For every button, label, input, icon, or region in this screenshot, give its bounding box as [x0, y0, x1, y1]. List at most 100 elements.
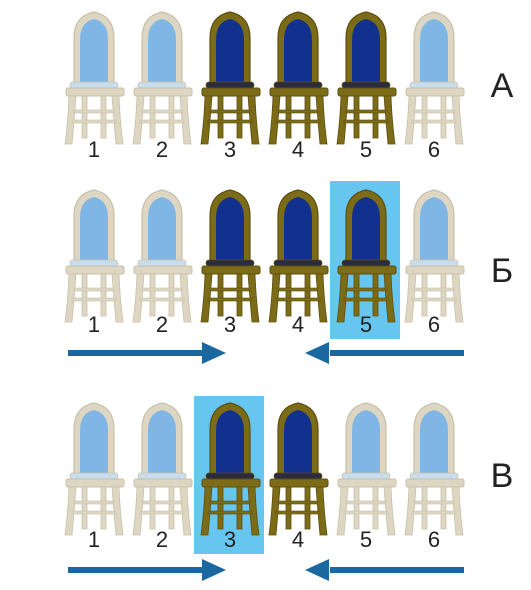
chair-seat — [69, 259, 119, 267]
chair-stretcher — [141, 500, 183, 505]
chair-leg — [268, 273, 281, 323]
chair-stretcher — [413, 287, 455, 292]
chair-seat — [205, 472, 255, 480]
chair-stretcher — [275, 510, 321, 515]
chair-leg — [179, 95, 192, 145]
chair-stretcher — [411, 119, 457, 124]
chair-number: 5 — [360, 137, 372, 162]
chair-stretcher — [139, 297, 185, 302]
chair-number: 3 — [224, 312, 236, 337]
arrow-right — [68, 342, 226, 364]
chair-seat — [409, 81, 459, 89]
chair-leg — [247, 273, 260, 323]
chair-leg — [132, 273, 145, 323]
chair-back-panel — [284, 19, 312, 82]
chair-leg — [404, 486, 417, 536]
chair-stretcher — [411, 297, 457, 302]
chair-leg — [81, 273, 88, 317]
chair-back-panel — [148, 410, 176, 473]
chair: 2 — [132, 189, 193, 337]
chair-leg — [315, 486, 328, 536]
chair-stretcher — [209, 500, 251, 505]
chair: 6 — [404, 189, 465, 337]
chair-leg — [217, 273, 224, 317]
chair-leg — [421, 486, 428, 530]
chair-back-panel — [80, 197, 108, 260]
chair-back-panel — [216, 410, 244, 473]
chair-stretcher — [277, 109, 319, 114]
chair-back-panel — [352, 410, 380, 473]
chair-stretcher — [345, 287, 387, 292]
chair-number: 4 — [292, 312, 304, 337]
chair-number: 1 — [88, 137, 100, 162]
chair-seat — [409, 259, 459, 267]
chair-seat — [341, 259, 391, 267]
chair-stretcher — [141, 109, 183, 114]
chair-leg — [168, 486, 175, 530]
chair-seat-rail — [133, 265, 193, 275]
chair-leg — [149, 486, 156, 530]
chair-stretcher — [141, 287, 183, 292]
chair-leg — [285, 486, 292, 530]
chair-seat — [205, 81, 255, 89]
chair-seat — [205, 259, 255, 267]
chair-leg — [200, 486, 213, 536]
chair-seat-rail — [65, 265, 125, 275]
chair-leg — [64, 95, 77, 145]
chair-stretcher — [73, 500, 115, 505]
chair: 5 — [336, 11, 397, 162]
chair-leg — [64, 273, 77, 323]
chair-back-panel — [148, 19, 176, 82]
chair-seat — [273, 472, 323, 480]
chair-seat-rail — [337, 478, 397, 488]
chair-leg — [268, 95, 281, 145]
chair-leg — [168, 95, 175, 139]
chair-seat — [137, 472, 187, 480]
chair-stretcher — [139, 119, 185, 124]
chair-leg — [372, 273, 379, 317]
chair-leg — [383, 486, 396, 536]
chair-leg — [315, 95, 328, 145]
chair-stretcher — [209, 287, 251, 292]
chair-back-panel — [420, 197, 448, 260]
chair-back-panel — [352, 197, 380, 260]
chair-number: 4 — [292, 527, 304, 552]
chair-leg — [149, 273, 156, 317]
chair-stretcher — [275, 297, 321, 302]
chair-leg — [132, 486, 145, 536]
chair-seat — [409, 472, 459, 480]
chair-stretcher — [343, 297, 389, 302]
chair-back-panel — [80, 19, 108, 82]
chair-leg — [200, 95, 213, 145]
chair-leg — [304, 486, 311, 530]
chair: 4 — [268, 189, 329, 337]
chair: 5 — [336, 189, 397, 337]
chair-leg — [81, 95, 88, 139]
chair-leg — [111, 273, 124, 323]
chair-stretcher — [73, 109, 115, 114]
row-label: А — [491, 67, 514, 105]
chair-stretcher — [71, 297, 117, 302]
chair-seat-rail — [337, 87, 397, 97]
chair-back-panel — [216, 19, 244, 82]
chair-leg — [217, 486, 224, 530]
chair: 4 — [268, 402, 329, 552]
chair: 4 — [268, 11, 329, 162]
chair-leg — [372, 95, 379, 139]
chair-back-panel — [216, 197, 244, 260]
chair-leg — [421, 273, 428, 317]
chair-seat-rail — [405, 265, 465, 275]
chair-number: 1 — [88, 312, 100, 337]
chair-leg — [304, 273, 311, 317]
chair-back-panel — [148, 197, 176, 260]
chair-leg — [100, 95, 107, 139]
chair-number: 2 — [156, 137, 168, 162]
chair-leg — [179, 273, 192, 323]
chair-leg — [81, 486, 88, 530]
chair-stretcher — [411, 510, 457, 515]
chair-leg — [440, 486, 447, 530]
chair-leg — [149, 95, 156, 139]
chair-leg — [200, 273, 213, 323]
